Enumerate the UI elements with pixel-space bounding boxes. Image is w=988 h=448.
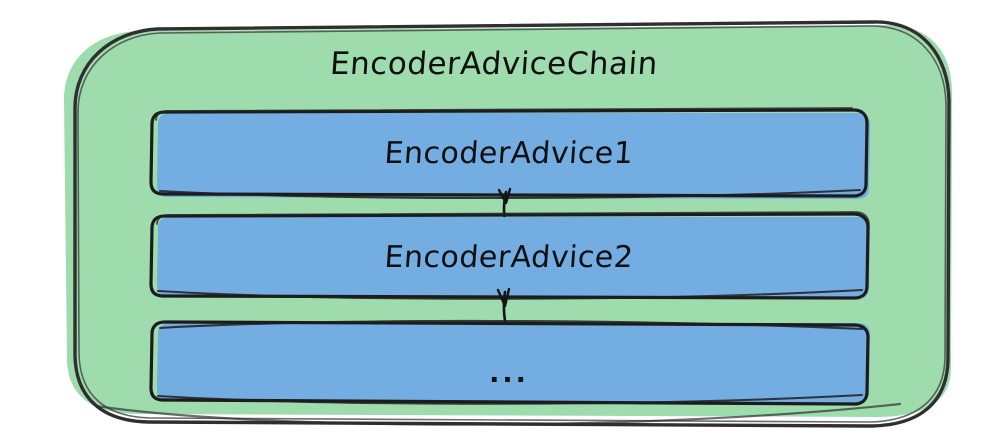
node-encoder-advice-1[interactable] <box>149 107 870 200</box>
node-3-outline-bottom-wobble <box>156 393 864 405</box>
container-outline-b <box>77 25 947 423</box>
node-2-outline-b <box>156 211 870 226</box>
connector-1-arrowhead <box>497 187 512 205</box>
node-1-outline-b <box>155 107 853 121</box>
node-3-fill <box>157 323 870 403</box>
container-outline-a <box>73 20 951 428</box>
node-3-outline-a <box>149 320 870 406</box>
container-outline-bottom-wobble <box>94 402 902 426</box>
node-2-fill <box>157 217 870 299</box>
connector-2-arrowhead <box>496 287 511 308</box>
node-1-outline-bottom-wobble <box>158 188 862 200</box>
node-1-fill <box>157 113 870 199</box>
node-encoder-advice-2[interactable] <box>149 211 870 300</box>
node-2-outline-bottom-wobble <box>156 288 864 300</box>
node-3-outline-top-wobble <box>158 319 864 331</box>
node-encoder-advice-more[interactable] <box>149 319 870 406</box>
